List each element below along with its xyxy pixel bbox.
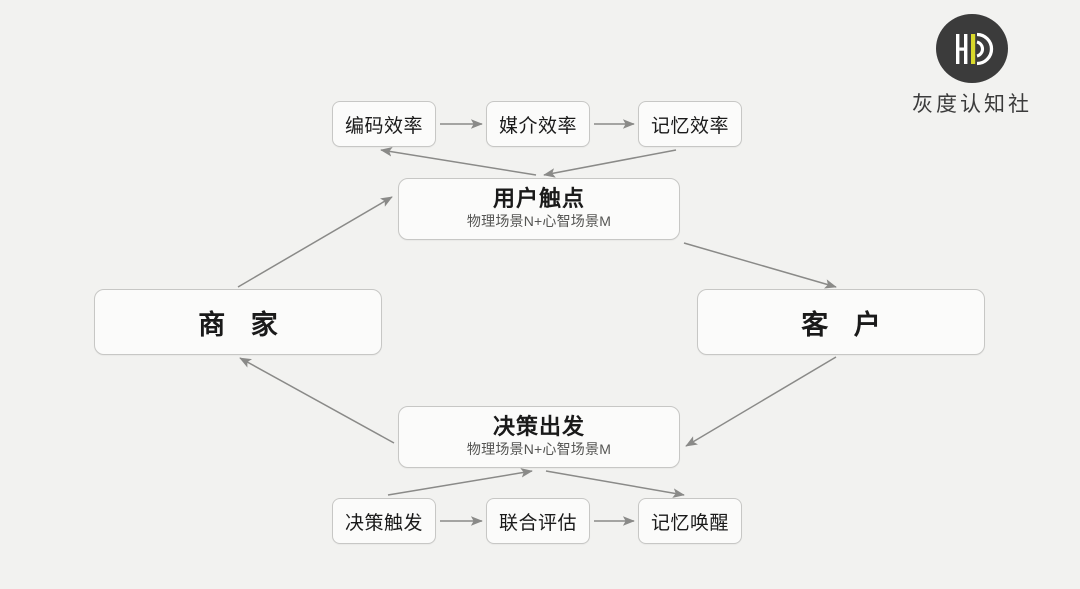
node-customer[interactable]: 客 户: [697, 289, 985, 355]
node-label: 商 家: [198, 309, 287, 340]
node-label: 媒介效率: [498, 115, 577, 137]
node-media-efficiency[interactable]: 媒介效率: [486, 101, 590, 147]
edge-memory-touchpoint: [543, 149, 677, 178]
node-subtitle: 物理场景N+心智场景M: [466, 441, 612, 458]
brand-logo: 灰度认知社: [877, 14, 1067, 118]
node-merchant[interactable]: 商 家: [94, 289, 382, 355]
node-encode-efficiency[interactable]: 编码效率: [332, 101, 436, 147]
edge-touchpoint-customer: [683, 242, 837, 289]
node-label: 联合评估: [498, 512, 577, 534]
edge-customer-decision: [685, 356, 837, 447]
node-label: 编码效率: [344, 115, 423, 137]
node-label: 决策触发: [344, 512, 423, 534]
edge-merchant-touchpoint: [237, 196, 393, 288]
logo-circle-icon: [936, 14, 1008, 83]
node-label: 客 户: [801, 309, 890, 340]
node-title: 用户触点: [492, 186, 585, 212]
node-subtitle: 物理场景N+心智场景M: [466, 213, 612, 230]
edge-trigger-decision: [387, 468, 533, 496]
node-title: 决策出发: [492, 414, 585, 440]
node-user-touchpoint[interactable]: 用户触点 物理场景N+心智场景M: [398, 178, 680, 240]
edge-decision-merchant: [239, 357, 395, 444]
edge-touchpoint-encode: [380, 147, 537, 176]
edge-decision-recall: [545, 470, 685, 498]
node-decision-start[interactable]: 决策出发 物理场景N+心智场景M: [398, 406, 680, 468]
node-label: 记忆效率: [650, 115, 729, 137]
node-decision-trigger[interactable]: 决策触发: [332, 498, 436, 544]
node-memory-recall[interactable]: 记忆唤醒: [638, 498, 742, 544]
node-label: 记忆唤醒: [650, 512, 729, 534]
logo-wordmark: 灰度认知社: [912, 92, 1032, 116]
node-memory-efficiency[interactable]: 记忆效率: [638, 101, 742, 147]
node-joint-assessment[interactable]: 联合评估: [486, 498, 590, 544]
